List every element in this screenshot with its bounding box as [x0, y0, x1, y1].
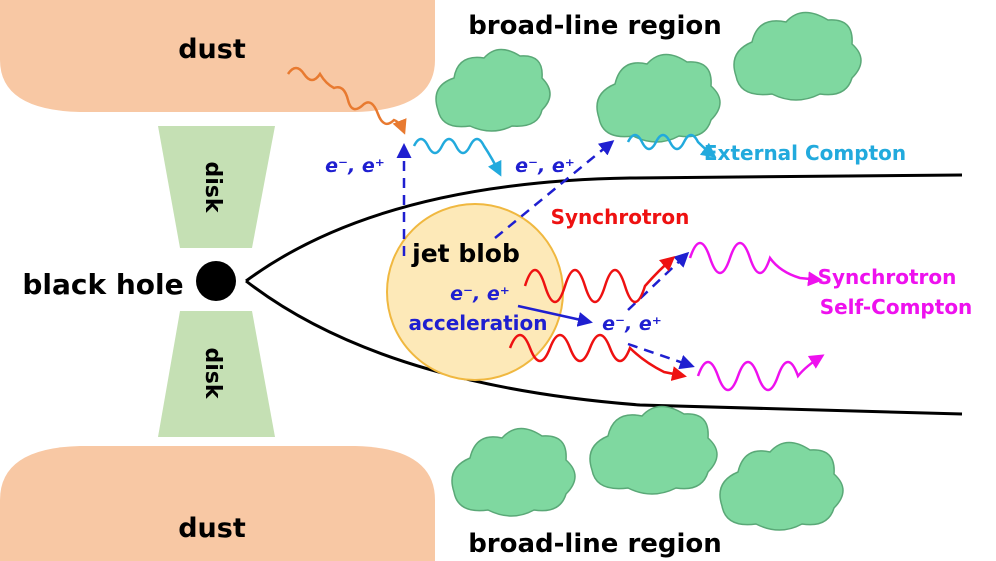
disk-bottom-label: disk: [200, 347, 225, 399]
cloud: [435, 48, 551, 132]
dust-top-label: dust: [178, 34, 246, 65]
pair-right-label: e⁻, e⁺: [602, 313, 662, 335]
synchrotron-photon-upper: [523, 256, 676, 304]
cloud: [589, 405, 718, 495]
dust-photon: [286, 66, 407, 135]
jet-blob-label: jet blob: [411, 239, 520, 268]
external-photon-right: [626, 133, 717, 158]
disk-top: [158, 126, 275, 248]
pair-mid-label: e⁻, e⁺: [515, 155, 575, 177]
cloud: [596, 53, 721, 143]
electron-path-up: [627, 251, 690, 311]
ssc-photon-lower: [696, 354, 825, 392]
blr-top-label: broad-line region: [468, 11, 722, 41]
acceleration-arrow: [517, 304, 593, 327]
cloud: [451, 427, 576, 517]
external-photon-left: [412, 137, 502, 177]
disk-bottom: [158, 311, 275, 437]
synchrotron-label: Synchrotron: [551, 205, 690, 229]
ssc-photon-upper: [688, 241, 823, 287]
external-compton-label: External Compton: [704, 141, 906, 165]
blr-bottom-label: broad-line region: [468, 529, 722, 559]
dust-bottom: [0, 446, 435, 561]
electron-path-down: [627, 342, 695, 370]
disk-top-label: disk: [200, 161, 225, 213]
cloud: [719, 441, 844, 531]
black-hole-label: black hole: [22, 268, 183, 301]
pair-left-label: e⁻, e⁺: [325, 155, 385, 177]
ssc-label-line2: Self-Compton: [820, 295, 973, 319]
jet-upper-edge: [245, 173, 963, 283]
jet-lower-edge: [245, 279, 963, 416]
electron-path-mid: [494, 140, 615, 239]
ssc-label-line1: Synchrotron: [818, 265, 957, 289]
cloud: [733, 11, 862, 101]
synchrotron-photon-lower: [508, 333, 687, 382]
acceleration-label: acceleration: [409, 311, 548, 335]
dust-bottom-label: dust: [178, 513, 246, 544]
black-hole: [196, 261, 236, 301]
pair-in-blob-label: e⁻, e⁺: [450, 283, 510, 305]
